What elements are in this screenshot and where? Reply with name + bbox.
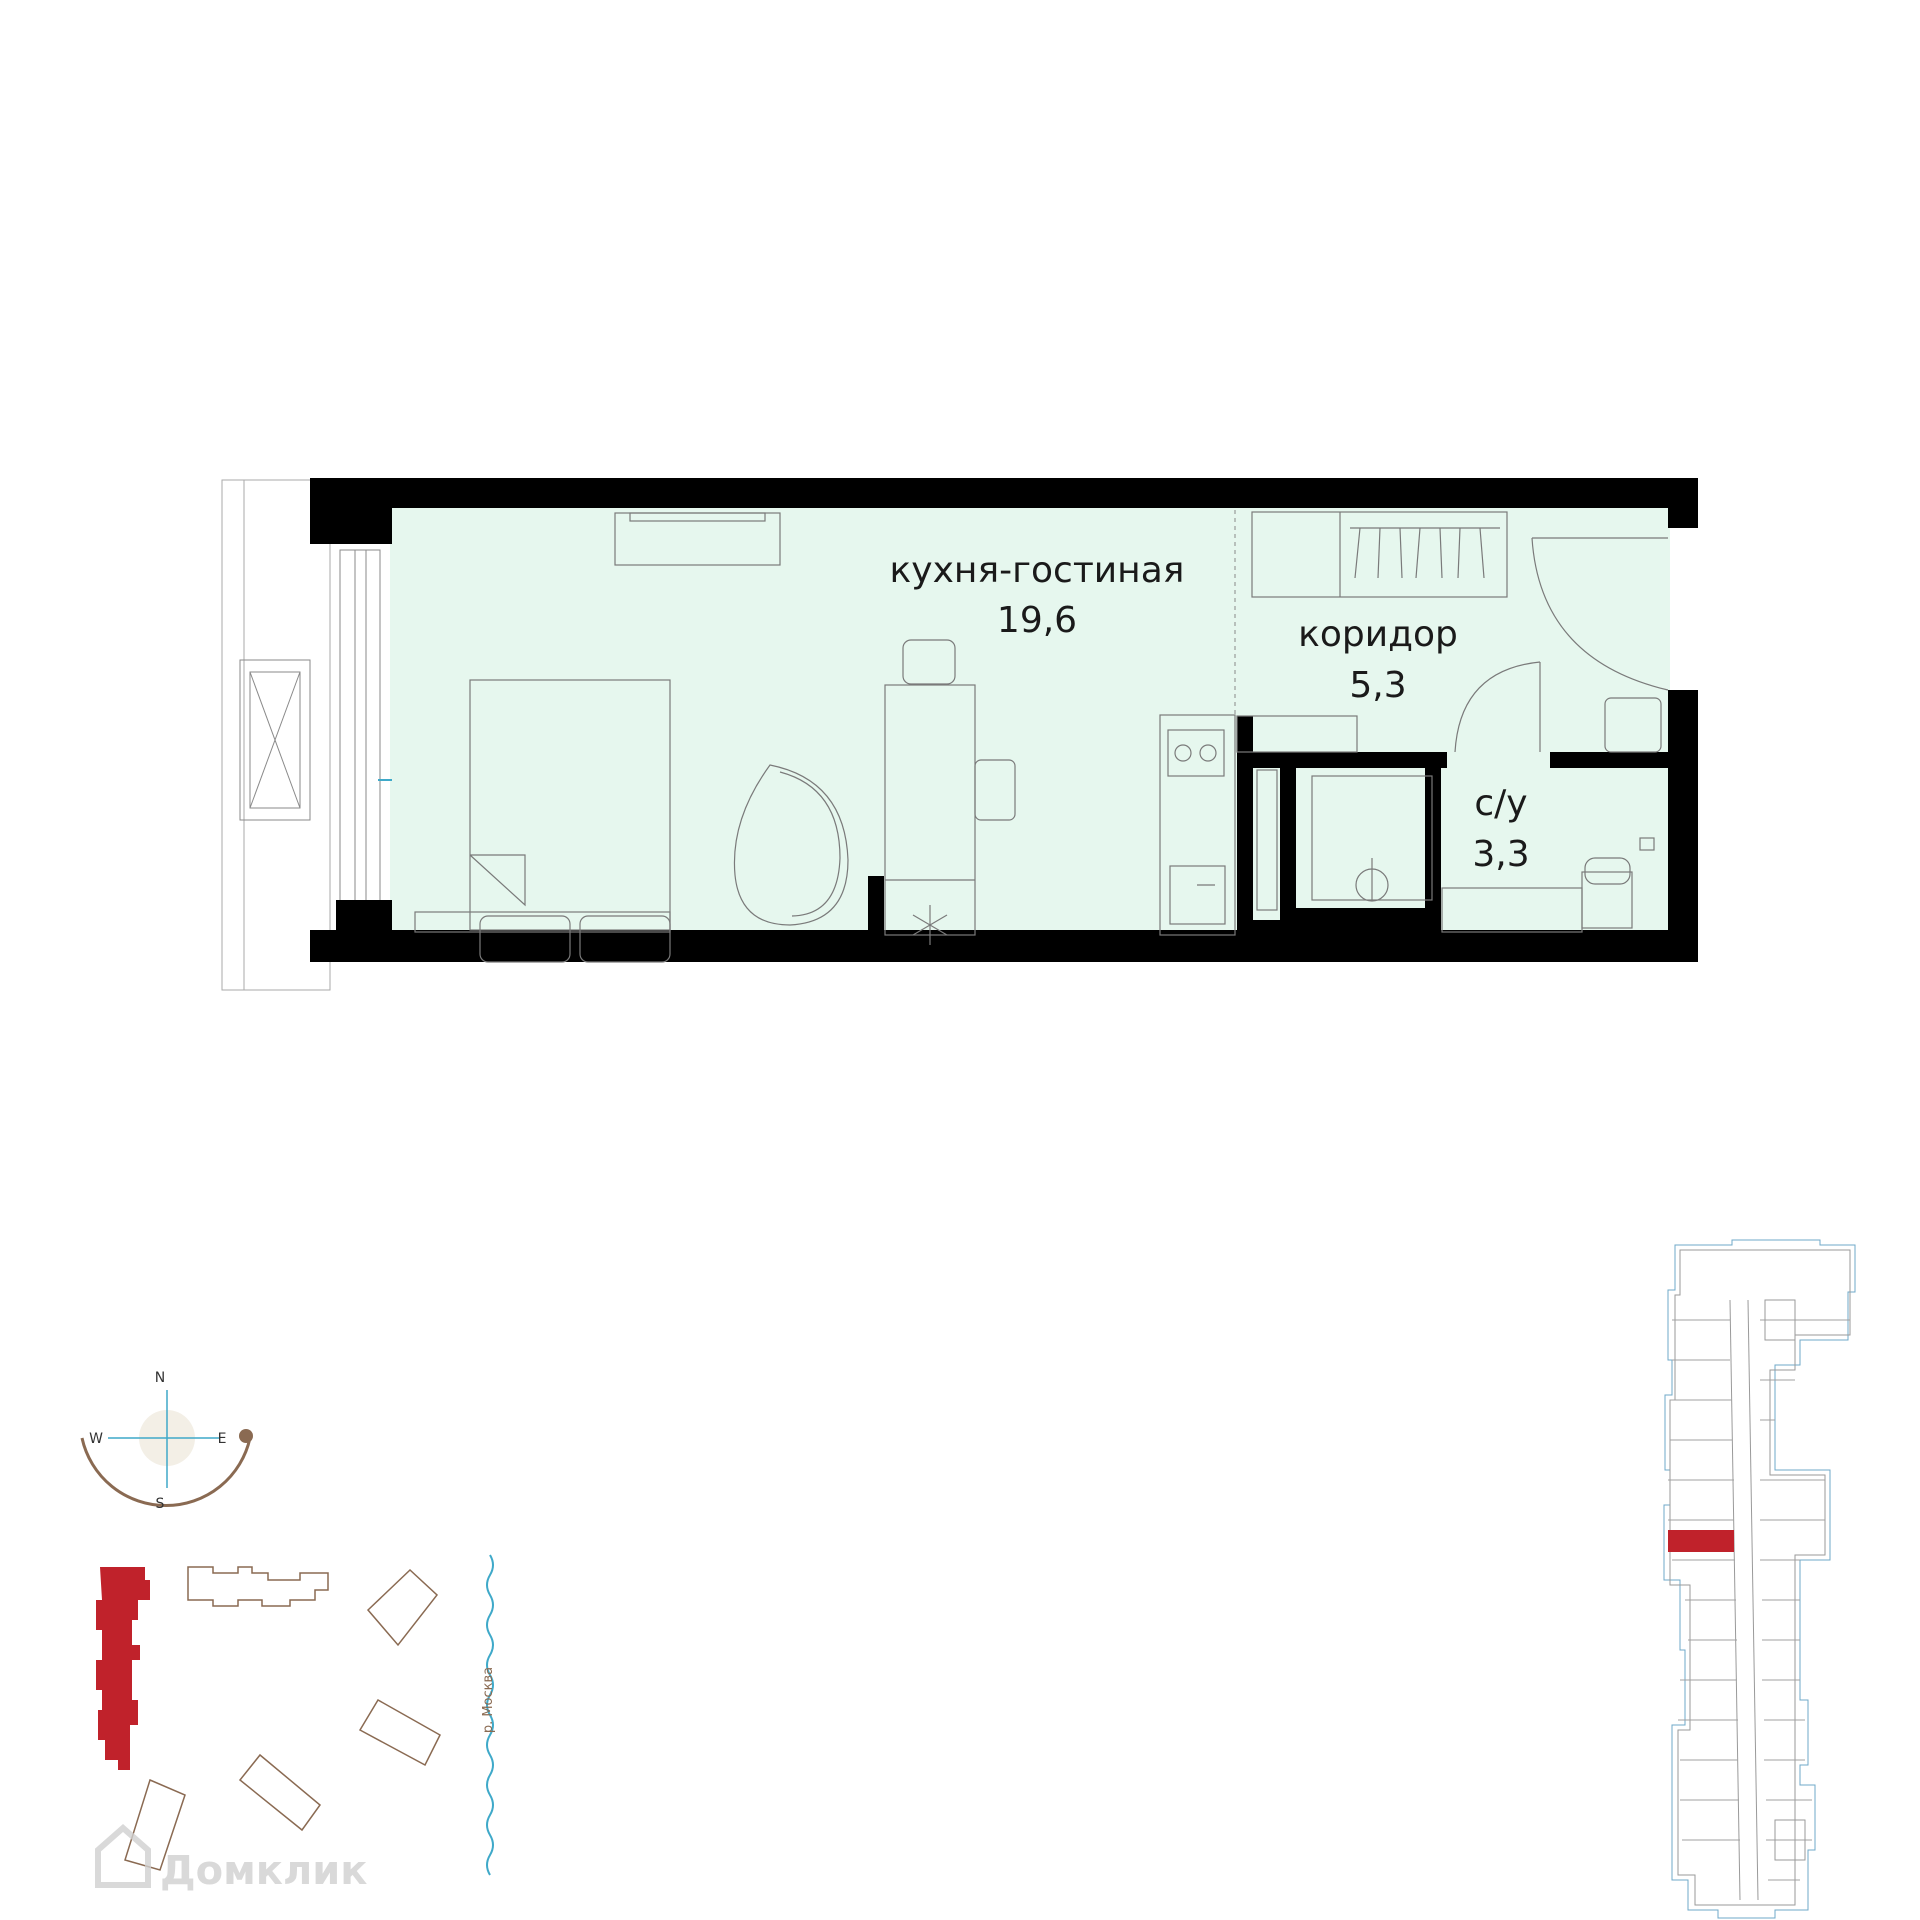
sun-arc [80, 1437, 252, 1507]
walls [310, 478, 1698, 962]
balcony [221, 479, 392, 991]
site-map: р. Москва [96, 1554, 496, 1876]
snowflake-icon [912, 905, 948, 945]
site-building [187, 1566, 329, 1607]
river [486, 1554, 494, 1876]
bathroom-door [1454, 661, 1541, 753]
entrance-door [1531, 537, 1669, 753]
watermark: Домклик [95, 1824, 367, 1894]
site-building [366, 1568, 439, 1647]
room-area-kitchen-living: 19,6 [997, 600, 1077, 641]
river-label: р. Москва [481, 1667, 496, 1733]
watermark-text: Домклик [160, 1848, 367, 1894]
compass-north-label: N [155, 1370, 165, 1386]
compass-east-label: E [218, 1431, 227, 1447]
bed [414, 679, 671, 963]
apartment-plan: кухня-гостиная 19,6 коридор 5,3 с/у 3,3 [221, 478, 1698, 991]
room-name-kitchen-living: кухня-гостиная [890, 550, 1185, 591]
sun-marker [239, 1429, 253, 1443]
armchair [733, 764, 849, 926]
highlighted-apartment [1668, 1530, 1734, 1552]
bathroom-fixtures [1441, 837, 1655, 933]
compass-west-label: W [89, 1431, 103, 1447]
kitchen-counter [1159, 714, 1358, 936]
wardrobe [1251, 511, 1508, 598]
highlighted-building [96, 1567, 150, 1770]
room-name-corridor: коридор [1298, 614, 1458, 655]
room-area-bathroom: 3,3 [1472, 834, 1529, 875]
floor-key-plan [1663, 1239, 1856, 1919]
compass: N W E S [80, 1370, 253, 1512]
site-building [358, 1698, 441, 1767]
site-building [238, 1753, 322, 1832]
floor-area [390, 508, 1670, 938]
shower [1256, 769, 1433, 911]
room-name-bathroom: с/у [1474, 783, 1527, 824]
home-logo-icon [95, 1824, 151, 1888]
room-area-corridor: 5,3 [1349, 665, 1406, 706]
compass-south-label: S [156, 1496, 165, 1512]
